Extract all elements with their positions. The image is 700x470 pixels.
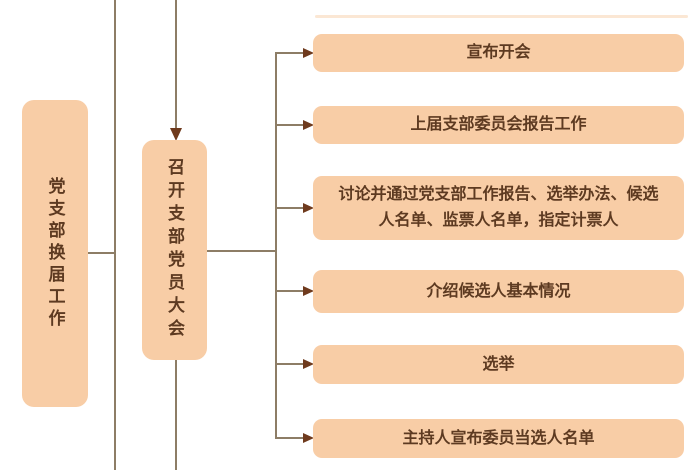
step-node: 讨论并通过党支部工作报告、选举办法、候选人名单、监票人名单，指定计票人: [313, 176, 684, 240]
connector-root-to-trunk: [88, 252, 116, 254]
arrow-right-icon: [303, 120, 314, 130]
connector-step-4: [275, 290, 305, 292]
connector-step-3: [275, 207, 305, 209]
step-node: 上届支部委员会报告工作: [313, 106, 684, 144]
connector-step-5: [275, 363, 305, 365]
step-node: 宣布开会: [313, 34, 684, 72]
process-node-convene-meeting: 召开支部党员大会: [142, 140, 207, 360]
connector-branch-spine: [275, 52, 277, 439]
arrow-right-icon: [303, 433, 314, 443]
connector-process-to-branch: [206, 250, 277, 252]
connector-trunk-left: [114, 0, 116, 470]
arrow-right-icon: [303, 203, 314, 213]
cropped-box-edge: [315, 15, 688, 18]
arrow-down-icon: [170, 128, 182, 141]
arrow-right-icon: [303, 286, 314, 296]
step-node: 主持人宣布委员当选人名单: [313, 419, 684, 458]
connector-process-stem-bottom: [175, 360, 177, 470]
connector-step-6: [275, 437, 305, 439]
step-node: 介绍候选人基本情况: [313, 270, 684, 313]
connector-step-2: [275, 124, 305, 126]
arrow-right-icon: [303, 48, 314, 58]
step-node: 选举: [313, 345, 684, 384]
root-node-party-branch-reelection: 党支部换届工作: [22, 100, 88, 407]
arrow-right-icon: [303, 359, 314, 369]
connector-process-stem-top: [175, 0, 177, 128]
connector-step-1: [275, 52, 305, 54]
